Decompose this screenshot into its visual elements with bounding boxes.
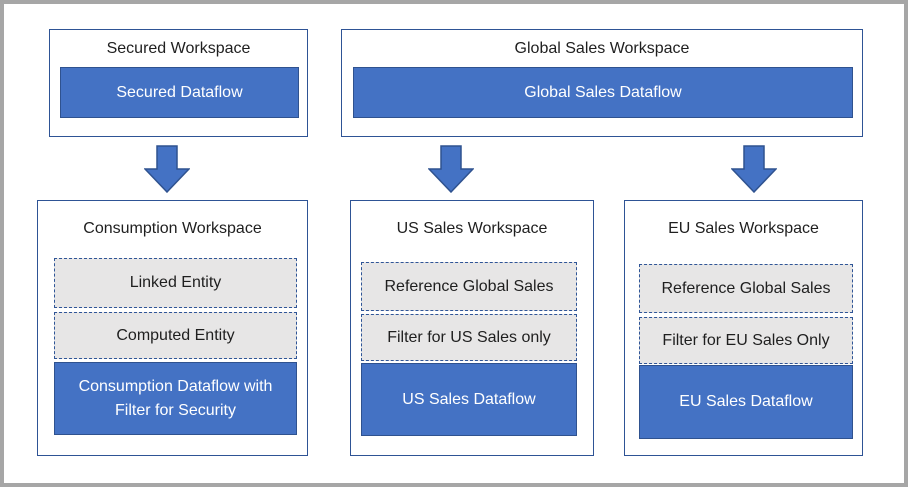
workspace-eu-sales: EU Sales Workspace Reference Global Sale…	[624, 200, 863, 456]
workspace-global-sales: Global Sales Workspace Global Sales Data…	[341, 29, 863, 137]
consumption-dataflow-block: Consumption Dataflow with Filter for Sec…	[54, 362, 297, 435]
us-reference-global-sales-block: Reference Global Sales	[361, 262, 577, 311]
computed-entity-block: Computed Entity	[54, 312, 297, 359]
workspace-eu-sales-title: EU Sales Workspace	[668, 220, 819, 237]
workspace-consumption: Consumption Workspace Linked Entity Comp…	[37, 200, 308, 456]
eu-filter-block: Filter for EU Sales Only	[639, 317, 853, 364]
eu-reference-global-sales-block: Reference Global Sales	[639, 264, 853, 313]
us-sales-dataflow-block: US Sales Dataflow	[361, 363, 577, 436]
linked-entity-block: Linked Entity	[54, 258, 297, 308]
eu-sales-dataflow-block: EU Sales Dataflow	[639, 365, 853, 439]
workspace-secured: Secured Workspace Secured Dataflow	[49, 29, 308, 137]
secured-dataflow-block: Secured Dataflow	[60, 67, 299, 118]
us-filter-block: Filter for US Sales only	[361, 314, 577, 361]
global-sales-dataflow-block: Global Sales Dataflow	[353, 67, 853, 118]
down-arrow-global-to-eu	[731, 145, 777, 193]
workspace-consumption-title: Consumption Workspace	[83, 220, 262, 237]
workspace-us-sales: US Sales Workspace Reference Global Sale…	[350, 200, 594, 456]
down-arrow-global-to-us	[428, 145, 474, 193]
workspace-global-sales-title: Global Sales Workspace	[514, 39, 690, 57]
workspace-secured-title: Secured Workspace	[106, 39, 251, 57]
down-arrow-secured-to-consumption	[144, 145, 190, 193]
workspace-us-sales-title: US Sales Workspace	[396, 220, 548, 237]
